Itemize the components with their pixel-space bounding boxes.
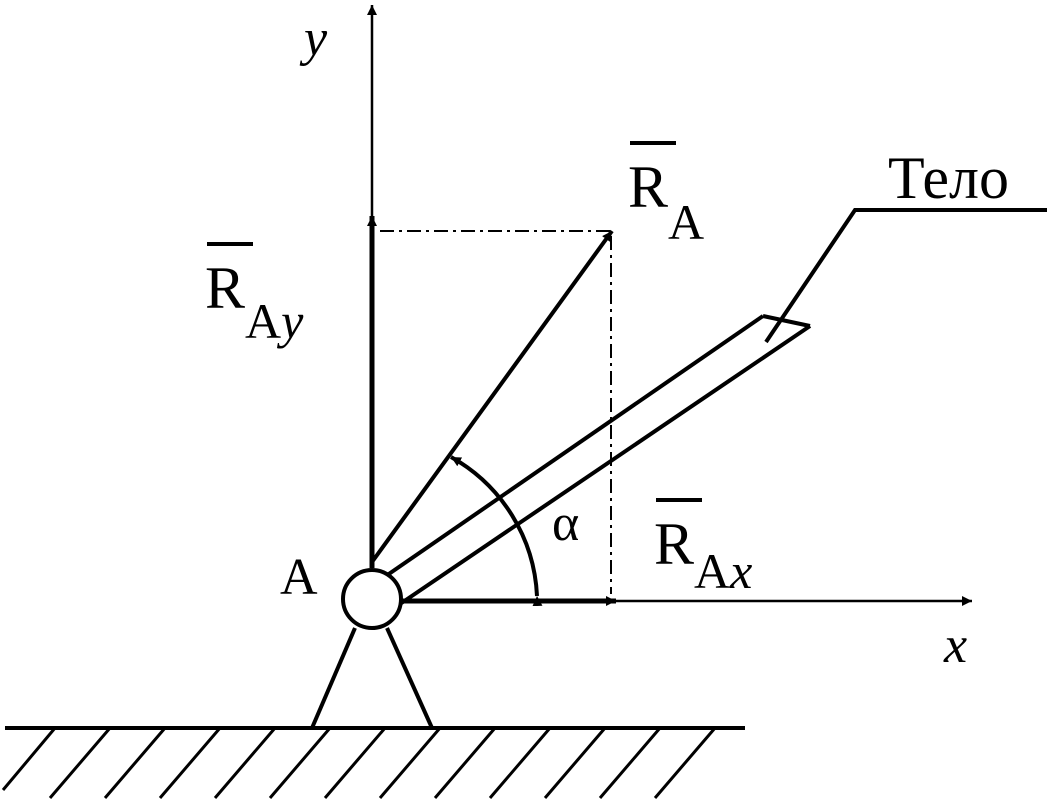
force-ray-label: RAy — [205, 242, 304, 349]
force-ray-subscript: A — [245, 293, 281, 349]
x-axis-label: x — [943, 617, 967, 674]
force-ray-letter: R — [205, 255, 245, 321]
force-rax-subscript-axis: x — [729, 543, 752, 599]
force-ray-subscript-axis: y — [276, 293, 304, 349]
point-a-label: A — [280, 549, 318, 606]
svg-text:RAx: RAx — [654, 511, 752, 599]
body-leader-line — [764, 208, 1047, 344]
ground — [1, 726, 745, 799]
support-leg-left — [310, 627, 357, 729]
force-ra-subscript: A — [668, 194, 704, 250]
force-ra-vector — [370, 229, 614, 564]
rod-edge-upper — [381, 314, 765, 580]
force-rax-subscript: A — [694, 543, 730, 599]
body-label: Тело — [888, 145, 1009, 211]
force-ra-label: RA — [628, 141, 704, 250]
angle-arc — [450, 455, 543, 607]
projection-lines — [380, 230, 612, 594]
hinge-support — [310, 627, 434, 729]
svg-text:RAy: RAy — [205, 255, 304, 349]
svg-text:RA: RA — [628, 154, 704, 250]
force-rax-label: RAx — [654, 498, 752, 599]
rod-end — [762, 314, 811, 328]
force-rax-letter: R — [654, 511, 694, 577]
force-ra-letter: R — [628, 154, 668, 220]
hinge-pin — [341, 568, 403, 630]
angle-label: α — [552, 495, 579, 552]
support-leg-right — [385, 627, 434, 729]
y-axis-label: y — [299, 10, 328, 67]
ground-hatching — [1, 727, 717, 799]
